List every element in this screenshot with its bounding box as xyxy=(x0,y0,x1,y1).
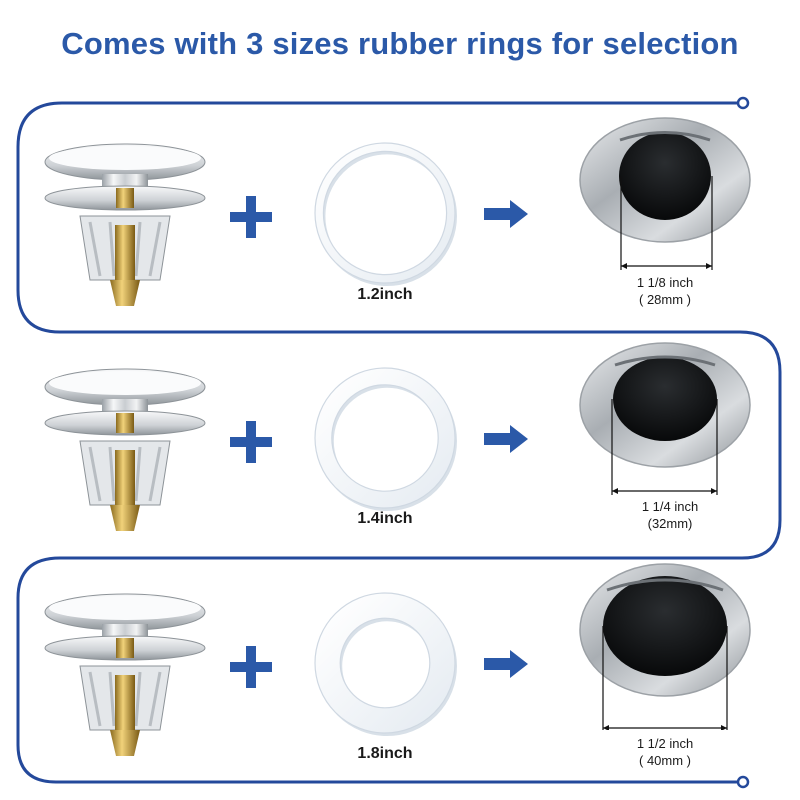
ring-band xyxy=(314,142,456,284)
drain-dimension-label: 1 1/8 inch ( 28mm ) xyxy=(580,274,750,308)
ring-outer-edge xyxy=(314,367,456,509)
drain-dimension-label: 1 1/2 inch ( 40mm ) xyxy=(580,735,750,769)
page-title: Comes with 3 sizes rubber rings for sele… xyxy=(61,26,739,61)
plus-icon xyxy=(230,421,272,463)
size-row-2: 1.4inch 1 1/4 inch (32mm) xyxy=(0,335,800,560)
plus-icon xyxy=(230,646,272,688)
sink-drain-image xyxy=(579,117,751,270)
ring-band xyxy=(314,592,456,734)
ring-inner-edge xyxy=(331,384,439,492)
size-row-3: 1.8inch 1 1/2 inch ( 40mm ) xyxy=(0,560,800,785)
rubber-ring-image xyxy=(314,592,458,737)
sink-drain-image xyxy=(579,342,751,495)
arrow-right-icon xyxy=(484,650,528,678)
popup-drain-plug-image xyxy=(44,593,206,756)
popup-drain-plug-image xyxy=(44,368,206,531)
drain-size-inch: 1 1/8 inch xyxy=(636,275,694,290)
ring-size-label: 1.2inch xyxy=(357,286,413,303)
rubber-ring-image xyxy=(314,142,458,287)
ring-outer-edge xyxy=(314,592,456,734)
drain-size-inch: 1 1/4 inch xyxy=(641,499,699,514)
plus-icon xyxy=(230,196,272,238)
ring-inner-edge xyxy=(339,617,431,709)
rubber-ring-image xyxy=(314,367,457,511)
drain-size-mm: (32mm) xyxy=(647,516,693,531)
sink-drain-image xyxy=(579,563,751,730)
drain-size-mm: ( 28mm ) xyxy=(639,292,691,307)
arrow-right-icon xyxy=(484,425,528,453)
popup-drain-plug-image xyxy=(44,143,206,306)
drain-size-inch: 1 1/2 inch xyxy=(636,736,694,751)
ring-band xyxy=(315,368,455,508)
size-row-1: 1.2inch 1 1/8 inch ( 28mm ) xyxy=(0,110,800,335)
ring-size-label: 1.4inch xyxy=(357,510,413,527)
ring-size-label: 1.8inch xyxy=(357,745,413,762)
ring-outer-edge xyxy=(314,142,456,284)
drain-size-mm: ( 40mm ) xyxy=(639,753,691,768)
drain-dimension-label: 1 1/4 inch (32mm) xyxy=(585,498,755,532)
arrow-right-icon xyxy=(484,200,528,228)
ring-inner-edge xyxy=(322,150,448,276)
